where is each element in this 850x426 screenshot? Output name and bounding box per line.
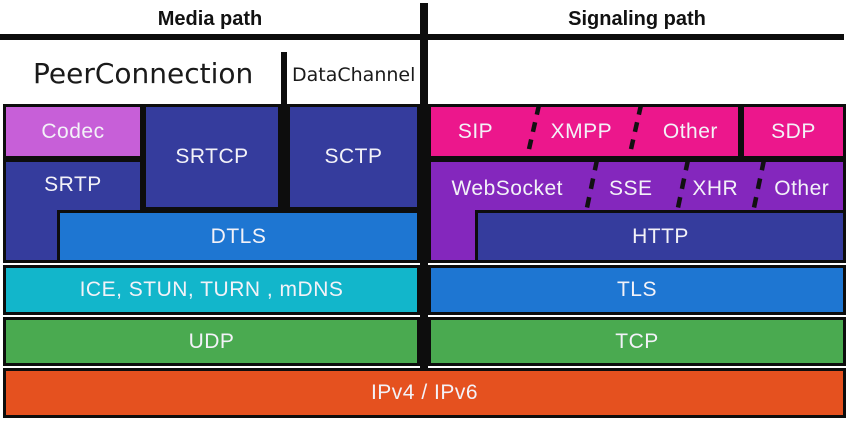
peerconnection-label: PeerConnection — [33, 57, 254, 90]
other-transport-label: Other — [774, 176, 830, 200]
xhr-label: XHR — [692, 176, 739, 200]
ipv4-ipv6-label: IPv4 / IPv6 — [370, 381, 479, 404]
other-app-label: Other — [662, 119, 718, 143]
box-codec: Codec — [3, 104, 143, 159]
dashed-divider — [747, 162, 769, 215]
xmpp-label: XMPP — [550, 119, 613, 143]
dashed-divider — [522, 107, 544, 156]
dashed-divider — [671, 162, 693, 215]
dtls-label: DTLS — [210, 224, 267, 248]
media-path-header: Media path — [157, 8, 263, 30]
sctp-label: SCTP — [324, 145, 383, 168]
box-srtcp: SRTCP — [143, 104, 281, 210]
codec-label: Codec — [41, 119, 105, 143]
dashed-divider — [580, 162, 602, 215]
srtp-label: SRTP — [44, 173, 102, 196]
box-udp: UDP — [3, 317, 420, 366]
box-tcp: TCP — [428, 317, 846, 366]
box-tls: TLS — [428, 265, 846, 315]
sse-label: SSE — [609, 176, 653, 200]
websocket-label: WebSocket — [451, 176, 563, 200]
app-protocols-segments: SIP XMPP Other — [431, 107, 738, 156]
http-label: HTTP — [632, 224, 689, 248]
dashed-divider — [624, 107, 646, 156]
tcp-label: TCP — [615, 329, 659, 353]
box-sdp: SDP — [741, 104, 846, 159]
box-ipv4-ipv6: IPv4 / IPv6 — [3, 368, 846, 418]
sip-label: SIP — [457, 119, 494, 143]
sdp-label: SDP — [771, 119, 816, 143]
signaling-path-header: Signaling path — [568, 8, 706, 30]
udp-label: UDP — [188, 329, 235, 353]
datachannel-label: DataChannel — [292, 64, 416, 86]
ice-label: ICE, STUN, TURN , mDNS — [79, 278, 344, 301]
box-signaling-app-protocols: SIP XMPP Other — [428, 104, 741, 159]
datachannel-divider-line — [281, 52, 287, 213]
box-http: HTTP — [475, 210, 846, 263]
box-dtls: DTLS — [57, 210, 420, 263]
box-sctp: SCTP — [287, 104, 420, 210]
transports-segments: WebSocket SSE XHR Other — [431, 162, 843, 215]
tls-label: TLS — [616, 278, 657, 301]
path-divider-line — [420, 3, 428, 368]
srtcp-label: SRTCP — [175, 145, 249, 168]
box-ice-stun-turn-mdns: ICE, STUN, TURN , mDNS — [3, 265, 420, 315]
